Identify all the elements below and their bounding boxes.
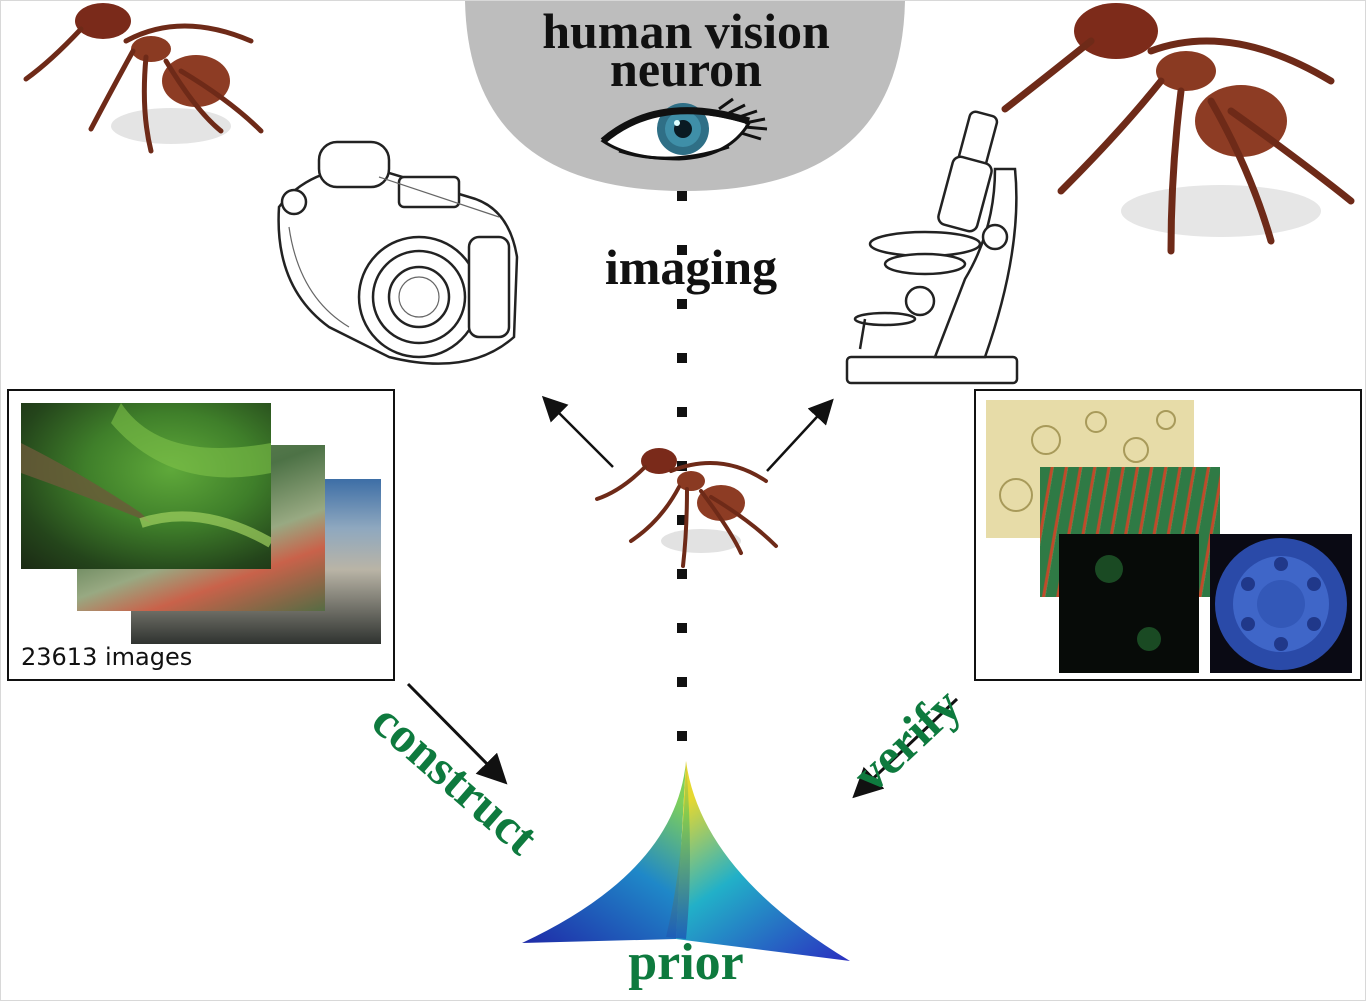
construct-arrow (406, 682, 508, 785)
verify-arrow (852, 697, 959, 799)
image-count-caption: 23613 images (21, 643, 193, 671)
microscopy-image-4 (1210, 534, 1352, 673)
microscopy-images-panel (974, 389, 1362, 681)
ant-icon (595, 448, 778, 568)
imaging-label: imaging (604, 239, 778, 295)
natural-images-panel: 23613 images (7, 389, 395, 681)
ant-icon (1001, 3, 1355, 255)
arrow-to-camera (541, 395, 614, 468)
ant-icon (23, 3, 264, 154)
natural-image-1 (21, 403, 271, 569)
dome-title-line2: neuron (610, 41, 762, 97)
arrow-to-microscope (766, 398, 834, 472)
dome-title-line1: human vision (542, 3, 830, 59)
eye-icon (600, 97, 768, 161)
prior-surface-icon (522, 761, 850, 961)
microscope-icon (845, 110, 1019, 385)
prior-label: prior (628, 934, 744, 991)
microscopy-image-3 (1059, 534, 1199, 673)
camera-icon (277, 140, 519, 365)
